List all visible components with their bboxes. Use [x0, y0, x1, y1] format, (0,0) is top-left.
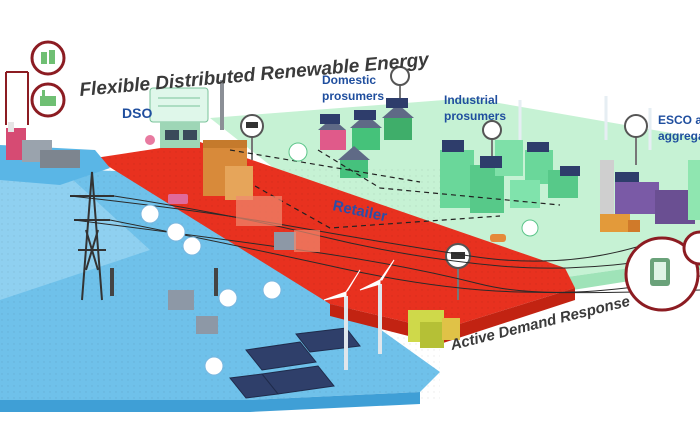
bus-icon: [168, 194, 188, 204]
power-plant-badge: [32, 42, 64, 74]
esco-label-2: aggrega: [658, 129, 700, 143]
substation: [203, 140, 253, 200]
dso-station: [145, 88, 208, 148]
car-icon: [490, 234, 506, 242]
esco-label: ESCO a: [658, 113, 700, 127]
industrial-label-2: prosumers: [444, 109, 506, 123]
industrial-label: Industrial: [444, 93, 498, 107]
domestic-label-2: prosumers: [322, 89, 384, 103]
dso-label: DSO: [122, 105, 152, 121]
domestic-label: Domestic: [322, 73, 376, 87]
factory-icon: [32, 84, 64, 116]
